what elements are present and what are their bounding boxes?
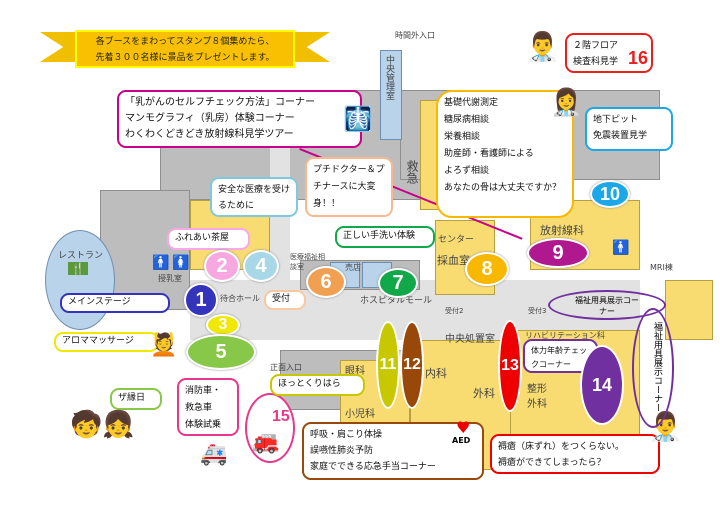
bedsore-line1: 褥瘡（床ずれ）をつくらない。 <box>498 442 625 452</box>
label-reception2: 受付2 <box>445 307 464 315</box>
fire-line1: 消防車・ <box>185 386 222 396</box>
breathing-line1: 呼吸・肩こり体操 <box>310 430 383 440</box>
label-radiology: 放射線科 <box>540 224 584 237</box>
booth-7-marker[interactable]: 7 <box>378 268 418 298</box>
floor2-line1: ２階フロア <box>573 41 619 51</box>
aed-label: AED <box>452 436 471 445</box>
fire-truck-icon: 🚒 <box>252 430 280 455</box>
booth-15-circle <box>245 393 295 463</box>
label-ophthalmology: 眼科 <box>345 366 365 377</box>
petit-doctor-bubble: プチドクター＆プチナースに大変身！！ <box>305 157 393 217</box>
fire-line3: 体験試乗 <box>185 420 222 430</box>
booth-14-marker[interactable]: 14 <box>580 345 624 425</box>
main-stage-bubble: メインステージ <box>60 293 170 313</box>
pit-bubble: 地下ピット 免震装置見学 <box>585 107 673 151</box>
fureai-teahouse-bubble: ふれあい茶屋 <box>167 228 250 250</box>
pit-line1: 地下ピット <box>593 115 639 125</box>
booth-10-marker[interactable]: 10 <box>590 180 630 208</box>
doctor-xray-icon: 🩻 <box>343 105 373 133</box>
restroom-icon: 🚹 <box>612 240 630 256</box>
health-line2: 糖尿病相談 <box>444 115 490 125</box>
booth-4-marker[interactable]: 4 <box>243 250 279 282</box>
bedsore-line2: 褥瘡ができてしまったら？ <box>498 458 606 468</box>
label-mri: MRI棟 <box>650 263 673 272</box>
label-internal: 内科 <box>425 367 447 380</box>
label-welfare-consult: 医療福祉相談室 <box>290 253 325 271</box>
label-reception3: 受付3 <box>528 307 547 315</box>
health-line1: 基礎代謝測定 <box>444 98 499 108</box>
floor2-line2: 検査科見学 <box>573 57 619 67</box>
breathing-line2: 誤嚥性肺炎予防 <box>310 446 374 456</box>
booth-5-marker[interactable]: 5 <box>186 334 256 370</box>
safe-care-bubble: 安全な医療を受けるために <box>210 177 298 217</box>
restaurant-icon: 🍴 <box>68 262 88 275</box>
bedsore-bubble: 褥瘡（床ずれ）をつくらない。 褥瘡ができてしまったら？ <box>490 434 660 474</box>
label-blood-draw: 採血室 <box>437 254 470 267</box>
label-central-treatment: 中央処置室 <box>445 334 495 345</box>
ambulance-icon: 🚑 <box>200 442 228 467</box>
breast-check-box: 「乳がんのセルフチェック方法」コーナー マンモグラフィ（乳房）体験コーナー わく… <box>117 90 362 148</box>
breast-line3: わくわくどきどき放射線科見学ツアー <box>125 129 294 140</box>
stamp-rally-banner-text: 各ブースをまわってスタンプ８個集めたら、 先着３００名様に景品をプレゼントします… <box>75 30 295 68</box>
label-restaurant: レストラン <box>58 251 104 261</box>
label-pediatrics: 小児科 <box>345 409 375 420</box>
label-central-control: 中央管理室 <box>384 55 394 100</box>
label-after-hours-entrance: 時間外入口 <box>395 31 435 40</box>
health-line6: あなたの骨は大丈夫ですか？ <box>444 183 562 193</box>
massage-icon: 💆 <box>150 333 178 358</box>
banner-line1: 各ブースをまわってスタンプ８個集めたら、 <box>95 37 275 47</box>
restroom-icon: 🚺 <box>172 255 190 271</box>
label-shop: 売店 <box>345 263 361 272</box>
floor-room <box>665 280 713 340</box>
booth-6-marker[interactable]: 6 <box>306 266 346 298</box>
booth-15-number: 15 <box>272 408 290 425</box>
booth-12-marker[interactable]: 12 <box>400 321 424 409</box>
label-surgery: 外科 <box>473 387 495 400</box>
booth-13-marker[interactable]: 13 <box>498 320 522 412</box>
welfare-display-vertical: 福祉用具展示コーナー <box>632 308 674 428</box>
breast-line1: 「乳がんのセルフチェック方法」コーナー <box>125 97 315 108</box>
health-consult-bubble: 基礎代謝測定 糖尿病相談 栄養相談 助産師・看護師による よろず相談 あなたの骨… <box>436 90 574 218</box>
ennichi-bubble: ザ縁日 <box>110 388 162 410</box>
label-orthopedics: 整形外科 <box>527 384 547 410</box>
welfare-display-horizontal: 福祉用具展示コーナー <box>548 290 666 320</box>
booth-3-marker[interactable]: 3 <box>206 314 240 336</box>
banner-line2: 先着３００名様に景品をプレゼントします。 <box>95 53 275 63</box>
restaurant-room <box>45 230 115 330</box>
booth-16-number: 16 <box>628 48 649 68</box>
health-line4: 助産師・看護師による <box>444 149 534 159</box>
health-line3: 栄養相談 <box>444 132 481 142</box>
label-rehab: リハビリテーション科 <box>525 331 605 340</box>
floor2-bubble: ２階フロア 検査科見学 <box>565 33 653 73</box>
booth-9-marker[interactable]: 9 <box>527 238 589 268</box>
reception-label-box: 受付 <box>264 290 306 310</box>
floor-room <box>380 50 402 140</box>
label-hospital-mall: ホスピタルモール <box>360 296 433 306</box>
nurse-icon: 👩‍⚕️ <box>550 88 583 118</box>
pit-line2: 免震装置見学 <box>593 131 648 141</box>
label-waiting-hall: 待合ホール <box>220 294 260 303</box>
booth-8-marker[interactable]: 8 <box>465 252 509 286</box>
fire-line2: 救急車 <box>185 403 213 413</box>
handwash-bubble: 正しい手洗い体験 <box>335 226 435 248</box>
health-line5: よろず相談 <box>444 166 490 176</box>
aroma-bubble: アロママッサージ <box>54 332 159 352</box>
booth-1-marker[interactable]: 1 <box>184 283 218 317</box>
label-center: センター <box>438 235 475 245</box>
doctor-icon: 👨‍⚕️ <box>525 30 560 63</box>
breast-line2: マンモグラフィ（乳房）体験コーナー <box>125 113 295 124</box>
booth-11-marker[interactable]: 11 <box>376 321 400 409</box>
children-icon: 🧒👧 <box>70 410 135 440</box>
label-nursing-room: 授乳室 <box>158 274 182 283</box>
fire-truck-bubble: 消防車・ 救急車 体験試乗 <box>177 378 239 436</box>
hot-kurihara-bubble: ほっとくりはら <box>270 374 365 396</box>
breathing-bubble: 呼吸・肩こり体操 誤嚥性肺炎予防 家庭でできる応急手当コーナー <box>302 422 484 480</box>
label-emergency: 救急 <box>405 160 419 184</box>
restroom-icon: 🚹 <box>152 255 170 271</box>
booth-2-marker[interactable]: 2 <box>204 250 240 282</box>
breathing-line3: 家庭でできる応急手当コーナー <box>310 462 436 472</box>
label-main-entrance: 正面入口 <box>270 363 302 372</box>
aed-heart-icon: ♥ <box>456 418 471 437</box>
